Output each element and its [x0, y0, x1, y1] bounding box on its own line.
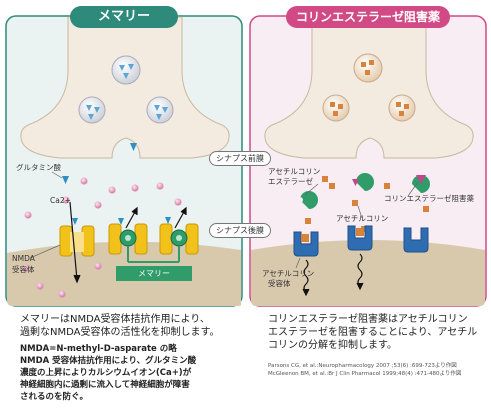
nmda-label-line2: 受容体: [12, 265, 35, 274]
drug-label-connector: [127, 246, 180, 263]
signal-arrows: [302, 253, 364, 297]
left-description: メマリーはNMDA受容体拮抗作用により、 過剰なNMDA受容体の活性化を抑制しま…: [20, 314, 220, 338]
ach-receptor-label-line2: 受容体: [268, 279, 291, 288]
ach-receptor-label-line1: アセチルコリン: [262, 269, 315, 278]
nmda-receptor-3: [159, 223, 199, 255]
right-description: コリンエステラーゼ阻害薬はアセチルコリン エステラーゼを阻害することにより、アセ…: [268, 314, 478, 351]
references: Parsons CG, et al.:Neuropharmacology 200…: [268, 363, 462, 377]
inhibitor-label: コリンエステラーゼ阻害薬: [384, 194, 474, 203]
left-intracellular-calcium: [22, 262, 102, 298]
left-vesicles: [78, 55, 174, 124]
left-calcium-ions: [24, 177, 182, 219]
nmda-label-line1: NMDA: [12, 254, 35, 263]
ach-receptor-3: [403, 227, 429, 253]
glutamate-label: グルタミン酸: [16, 163, 61, 172]
ach-receptor-1: [293, 231, 319, 257]
ach-receptor-2: [347, 225, 373, 251]
left-panel-title: メマリー: [70, 6, 178, 28]
calcium-label: Ca2+: [50, 196, 71, 205]
ache-label-line1: アセチルコリン: [268, 167, 321, 176]
ache-label-line2: エステラーゼ: [268, 177, 313, 186]
acetylcholinesterase-enzymes: [297, 173, 430, 209]
postsynaptic-membrane-label: シナプス後膜: [209, 223, 271, 238]
right-presynaptic-terminal: [264, 16, 474, 159]
nmda-receptor-2: [108, 223, 148, 255]
right-panel-title: コリンエステラーゼ阻害薬: [286, 6, 450, 28]
memary-drug-label: メマリー: [116, 266, 192, 281]
right-vesicles: [322, 53, 416, 122]
left-presynaptic-terminal: [20, 16, 230, 159]
left-glutamate-molecules: [62, 143, 171, 225]
inhibitor-molecule: [416, 175, 426, 184]
presynaptic-membrane-label: シナプス前膜: [209, 151, 271, 166]
left-note: NMDA=N-methyl-D-asparate の略 NMDA 受容体拮抗作用…: [20, 344, 197, 402]
acetylcholine-label: アセチルコリン: [336, 214, 389, 223]
ion-flow-arrows: [69, 201, 187, 284]
